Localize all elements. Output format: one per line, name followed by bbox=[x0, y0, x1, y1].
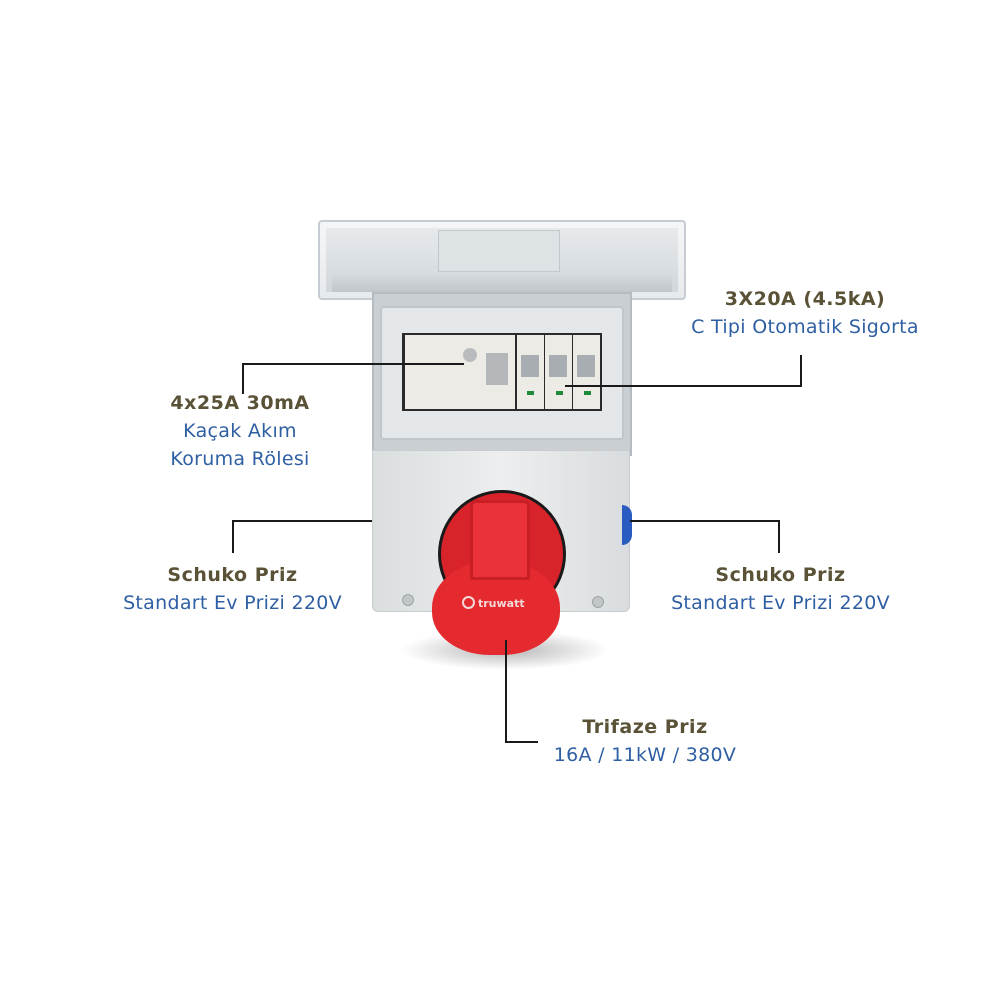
leader-line-schuko-left bbox=[232, 520, 372, 522]
leader-line-schuko-right bbox=[630, 520, 780, 522]
transparent-lid bbox=[318, 220, 686, 300]
callout-schuko-right: Schuko Priz Standart Ev Prizi 220V bbox=[648, 564, 913, 614]
callout-mcb: 3X20A (4.5kA) C Tipi Otomatik Sigorta bbox=[690, 288, 920, 338]
screw-icon bbox=[592, 596, 604, 608]
schuko-socket-right bbox=[622, 505, 632, 545]
callout-title: 3X20A (4.5kA) bbox=[724, 288, 886, 310]
brand-logo: truwatt bbox=[462, 596, 525, 610]
callout-title: 4x25A 30mA bbox=[170, 392, 310, 414]
status-led bbox=[584, 391, 591, 395]
callout-three-phase: Trifaze Priz 16A / 11kW / 380V bbox=[530, 716, 760, 766]
callout-schuko-left: Schuko Priz Standart Ev Prizi 220V bbox=[100, 564, 365, 614]
callout-title: Schuko Priz bbox=[167, 564, 298, 586]
rcd-lever bbox=[486, 353, 508, 385]
callout-subtitle: Standart Ev Prizi 220V bbox=[671, 592, 890, 614]
callout-subtitle-line2: Koruma Rölesi bbox=[170, 448, 310, 470]
status-led bbox=[556, 391, 563, 395]
leader-line-three-phase bbox=[505, 640, 507, 743]
callout-title: Schuko Priz bbox=[715, 564, 846, 586]
test-button-icon bbox=[463, 348, 477, 362]
callout-title: Trifaze Priz bbox=[582, 716, 708, 738]
screw-icon bbox=[402, 594, 414, 606]
callout-subtitle-line1: Kaçak Akım bbox=[183, 420, 297, 442]
callout-rcd: 4x25A 30mA Kaçak Akım Koruma Rölesi bbox=[130, 392, 350, 470]
leader-line-mcb bbox=[565, 385, 802, 387]
brand-icon bbox=[462, 596, 475, 609]
callout-subtitle: C Tipi Otomatik Sigorta bbox=[691, 316, 919, 338]
callout-subtitle: 16A / 11kW / 380V bbox=[553, 744, 737, 766]
leader-line-rcd bbox=[242, 363, 464, 365]
socket-flap bbox=[470, 500, 530, 580]
status-led bbox=[527, 391, 534, 395]
callout-subtitle: Standart Ev Prizi 220V bbox=[123, 592, 342, 614]
